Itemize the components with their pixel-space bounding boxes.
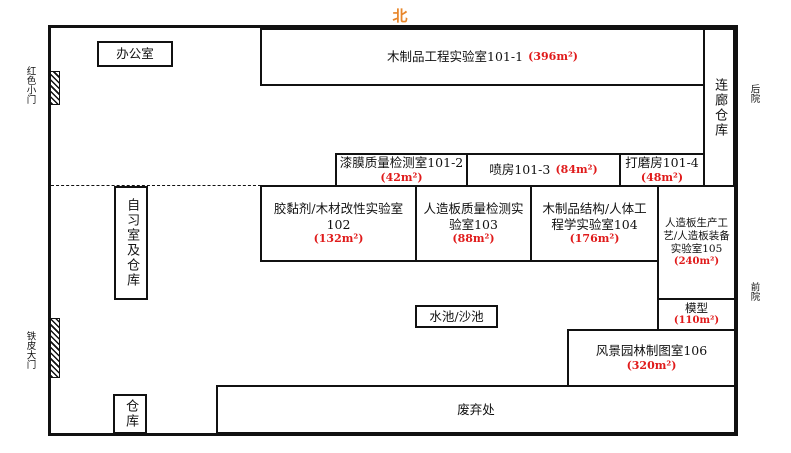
building-outline [48,25,738,436]
room-name: 风景园林制图室106 [595,343,708,359]
room-name: 办公室 [116,46,154,62]
room-area: (396m²) [528,50,578,64]
room-area: (132m²) [313,232,364,246]
front-yard-label: 前院 [748,282,760,301]
room-101-2: 漆膜质量检测室101-2 (42m²) [335,153,468,187]
room-101-4: 打磨房101-4 (48m²) [619,153,705,187]
room-101-3: 喷房101-3 (84m²) [466,153,621,187]
room-name: 仓库 [123,399,139,429]
red-gate-marker [50,71,60,105]
room-103: 人造板质量检测实验室103 (88m²) [415,185,532,262]
room-area: (42m²) [380,170,423,184]
room-office: 办公室 [97,41,173,67]
room-area: (176m²) [569,232,620,246]
room-105: 人造板生产工艺/人造板装备实验室105 (240m²) [657,185,736,300]
room-name: 喷房101-3 [489,162,551,178]
room-area: (320m²) [626,358,677,372]
room-name: 废弃处 [457,401,495,417]
room-106: 风景园林制图室106 (320m²) [567,329,736,387]
room-name: 漆膜质量检测室101-2 [339,155,464,171]
iron-gate-label: 铁皮大门 [24,331,36,369]
room-corridor-storage: 连廊仓库 [703,28,735,187]
room-area: (84m²) [555,163,598,177]
room-name: 连廊仓库 [712,77,728,138]
room-name: 自习室及仓库 [124,198,140,288]
north-label: 北 [392,7,408,25]
room-study-storage: 自习室及仓库 [114,186,148,300]
room-name: 打磨房101-4 [625,155,699,171]
red-gate-label: 红色小门 [24,66,36,104]
room-104: 木制品结构/人体工程学实验室104 (176m²) [530,185,659,262]
room-name: 木制品结构/人体工程学实验室104 [542,201,647,232]
room-model: 模型 (110m²) [657,298,736,331]
room-area: (88m²) [452,232,495,246]
iron-gate-marker [50,318,60,378]
room-name: 水池/沙池 [429,308,484,324]
room-name: 人造板生产工艺/人造板装备实验室105 [663,216,730,255]
room-area: (48m²) [640,170,684,184]
dashed-divider [51,185,261,186]
room-name: 人造板质量检测实验室103 [423,201,524,232]
room-name: 木制品工程实验室101-1 [387,49,524,65]
room-101-1: 木制品工程实验室101-1 (396m²) [260,28,705,86]
room-pool-sandpit: 水池/沙池 [415,305,498,328]
room-name: 胶黏剂/木材改性实验室102 [273,201,404,232]
room-name: 模型 [685,301,708,316]
room-area: (240m²) [673,255,720,267]
room-waste: 废弃处 [216,385,736,434]
back-yard-label: 后院 [748,84,760,103]
room-storage: 仓库 [113,394,147,434]
room-area: (110m²) [673,315,720,327]
room-102: 胶黏剂/木材改性实验室102 (132m²) [260,185,417,262]
